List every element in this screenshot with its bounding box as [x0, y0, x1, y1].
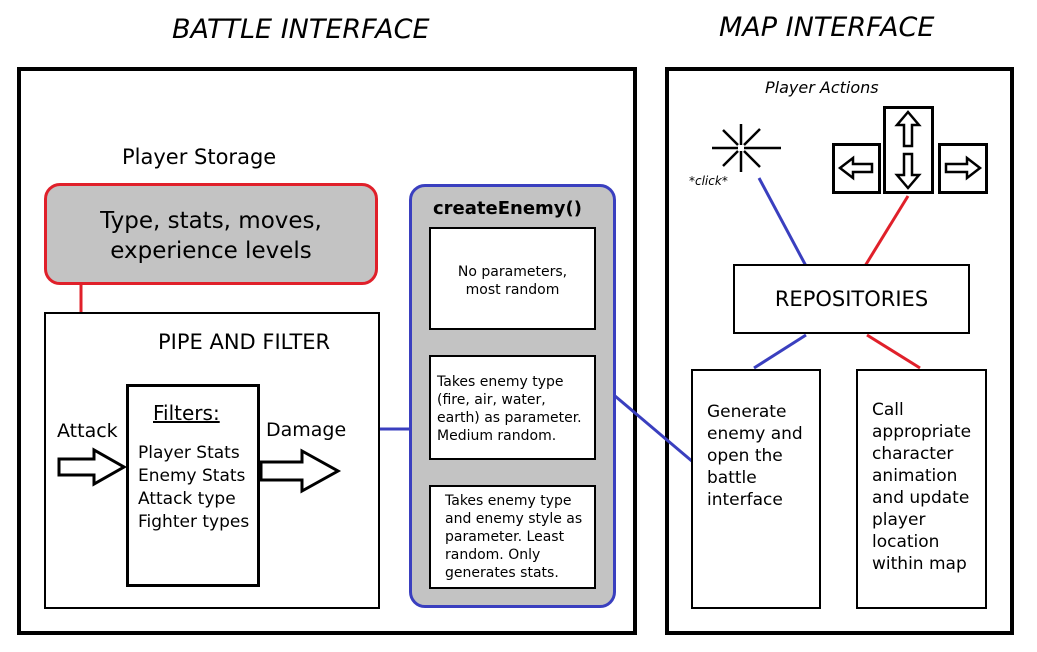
- storage-line: Type, stats, moves,: [100, 208, 322, 234]
- damage-label: Damage: [266, 419, 347, 441]
- option-line: random. Only: [445, 547, 541, 563]
- option-line: earth) as parameter.: [437, 410, 582, 426]
- animate-line: animation: [872, 466, 958, 486]
- filter-item: Attack type: [138, 489, 236, 509]
- up-down-arrows-icon: [894, 110, 922, 190]
- generate-line: enemy and: [707, 424, 803, 444]
- option-line: (fire, air, water,: [437, 392, 546, 408]
- attack-label: Attack: [57, 420, 118, 442]
- click-label: *click*: [689, 174, 728, 188]
- storage-line: experience levels: [110, 238, 312, 264]
- right-arrow-key: [938, 143, 988, 194]
- generate-line: battle: [707, 468, 757, 488]
- character-animation-box: Call appropriate character animation and…: [856, 369, 987, 609]
- repositories-label: REPOSITORIES: [774, 287, 929, 311]
- filters-box: Filters: Player Stats Enemy Stats Attack…: [126, 384, 260, 587]
- animate-line: within map: [872, 554, 967, 574]
- animate-line: Call: [872, 400, 904, 420]
- filter-item: Enemy Stats: [138, 466, 246, 486]
- animate-line: character: [872, 444, 954, 464]
- attack-arrow-icon: [57, 447, 128, 487]
- generate-enemy-box: Generate enemy and open the battle inter…: [691, 369, 821, 609]
- option-line: Medium random.: [437, 428, 557, 444]
- generate-line: Generate: [707, 402, 787, 422]
- player-storage-box: Type, stats, moves, experience levels: [44, 183, 378, 285]
- animate-line: appropriate: [872, 422, 972, 442]
- right-arrow-icon: [944, 155, 983, 181]
- click-burst-icon: [712, 124, 781, 172]
- option-line: generates stats.: [445, 565, 559, 581]
- option-line: No parameters,: [457, 264, 568, 280]
- filter-item: Fighter types: [138, 512, 250, 532]
- pipe-and-filter-label: PIPE AND FILTER: [158, 330, 331, 354]
- repositories-to-animate-line: [866, 333, 921, 370]
- option-line: Takes enemy type: [445, 493, 572, 509]
- create-enemy-option-1: No parameters, most random: [429, 227, 596, 330]
- map-interface-title: MAP INTERFACE: [719, 12, 935, 43]
- player-actions-label: Player Actions: [765, 78, 879, 97]
- create-enemy-option-2: Takes enemy type (fire, air, water, eart…: [429, 355, 596, 460]
- create-enemy-to-generate-line: [614, 394, 694, 464]
- click-to-repositories-line: [757, 177, 808, 267]
- left-arrow-key: [832, 143, 881, 194]
- damage-arrow-icon: [259, 448, 342, 494]
- player-storage-label: Player Storage: [122, 145, 277, 169]
- animate-line: player: [872, 510, 926, 530]
- create-enemy-option-3: Takes enemy type and enemy style as para…: [429, 485, 596, 589]
- up-down-arrow-key: [883, 106, 934, 194]
- generate-line: open the: [707, 446, 783, 466]
- create-enemy-title: createEnemy(): [433, 198, 582, 219]
- option-line: most random: [465, 282, 560, 298]
- option-line: and enemy style as: [445, 511, 583, 527]
- repositories-box: REPOSITORIES: [733, 264, 970, 334]
- battle-interface-title: BATTLE INTERFACE: [172, 14, 430, 45]
- option-line: parameter. Least: [445, 529, 565, 545]
- left-arrow-icon: [837, 155, 874, 181]
- animate-line: and update: [872, 488, 970, 508]
- arrows-to-repositories-line: [863, 195, 910, 267]
- filters-title: Filters:: [153, 401, 220, 425]
- option-line: Takes enemy type: [437, 374, 564, 390]
- repositories-to-generate-line: [753, 333, 807, 370]
- generate-line: interface: [707, 490, 783, 510]
- animate-line: location: [872, 532, 940, 552]
- filter-item: Player Stats: [138, 443, 240, 463]
